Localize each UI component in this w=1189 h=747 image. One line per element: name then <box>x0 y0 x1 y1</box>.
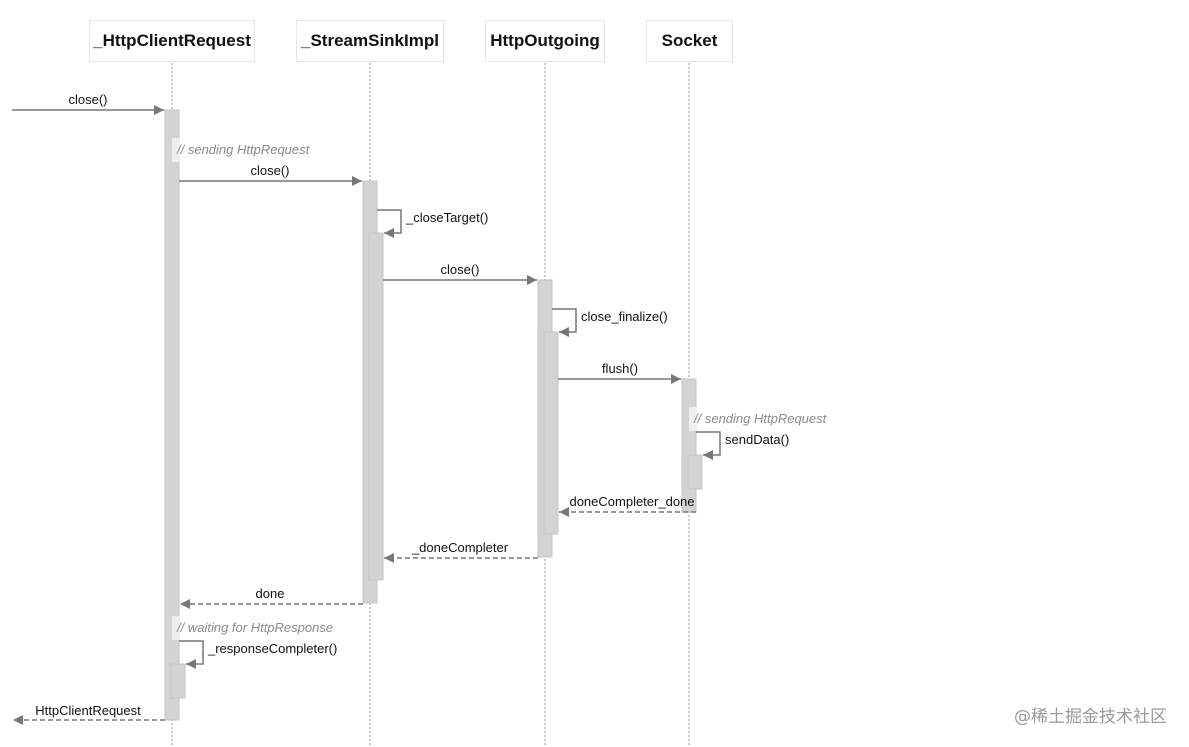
message-arrow-11 <box>179 640 204 669</box>
activation-http-client-request <box>164 109 180 721</box>
activation-http-client-request-nested <box>170 663 186 699</box>
message-label-9: _doneCompleter <box>411 540 509 555</box>
activation-http-outgoing-nested <box>543 331 559 535</box>
message-arrow-5 <box>552 308 577 337</box>
participant-http-client-request: _HttpClientRequest <box>89 20 255 62</box>
message-arrow-7 <box>696 431 721 460</box>
message-label-10: done <box>256 586 285 601</box>
message-label-5: close_finalize() <box>581 309 668 324</box>
message-label-4: close() <box>440 262 479 277</box>
watermark: @稀土掘金技术社区 <box>1014 707 1167 727</box>
message-label-11: _responseCompleter() <box>207 641 337 656</box>
message-label-6: flush() <box>602 361 638 376</box>
note-label-2: // sending HttpRequest <box>693 411 828 426</box>
activation-socket <box>681 378 697 513</box>
activation-socket-nested <box>687 454 703 490</box>
message-label-3: _closeTarget() <box>405 210 488 225</box>
message-label-7: sendData() <box>725 432 789 447</box>
note-label-3: // waiting for HttpResponse <box>176 620 333 635</box>
message-arrow-3 <box>377 209 402 238</box>
message-label-2: close() <box>250 163 289 178</box>
activation-stream-sink-impl-nested <box>368 232 384 581</box>
note-3-bg <box>172 616 180 640</box>
participant-socket: Socket <box>646 20 733 62</box>
message-label-8: doneCompleter_done <box>569 494 694 509</box>
participant-http-outgoing: HttpOutgoing <box>485 20 605 62</box>
message-label-1: close() <box>68 92 107 107</box>
participant-stream-sink-impl: _StreamSinkImpl <box>296 20 444 62</box>
note-2-bg <box>689 407 697 431</box>
note-1-bg <box>172 138 180 162</box>
message-label-12: HttpClientRequest <box>35 703 141 718</box>
note-label-1: // sending HttpRequest <box>176 142 311 157</box>
